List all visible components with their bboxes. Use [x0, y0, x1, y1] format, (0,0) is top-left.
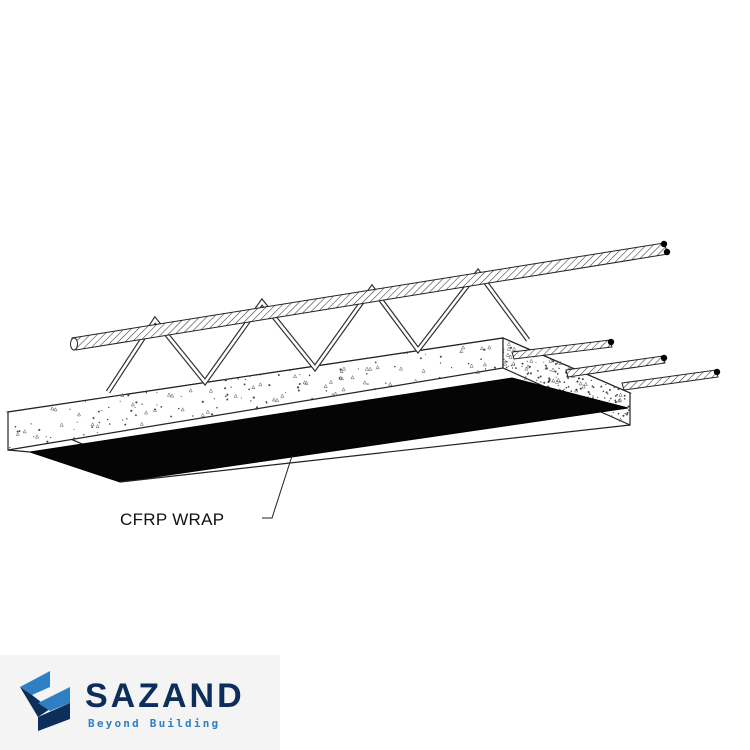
brand-name: SAZAND: [85, 677, 245, 715]
callout-leader: [262, 455, 293, 519]
brand-logo-panel: SAZAND Beyond Building: [0, 655, 280, 750]
bottom-rebar-1: [511, 338, 615, 360]
cfrp-wrap: [29, 377, 629, 483]
sazand-logo-icon: [20, 671, 70, 731]
cfrp-wrap-label: CFRP WRAP: [120, 510, 224, 529]
bottom-rebar-3: [621, 368, 721, 391]
top-rebar: [70, 240, 671, 351]
bottom-rebar-2: [565, 354, 668, 378]
truss-diagonals-inner: [106, 269, 530, 393]
brand-tagline: Beyond Building: [88, 717, 221, 730]
slab-bottom-edge: [7, 424, 631, 483]
